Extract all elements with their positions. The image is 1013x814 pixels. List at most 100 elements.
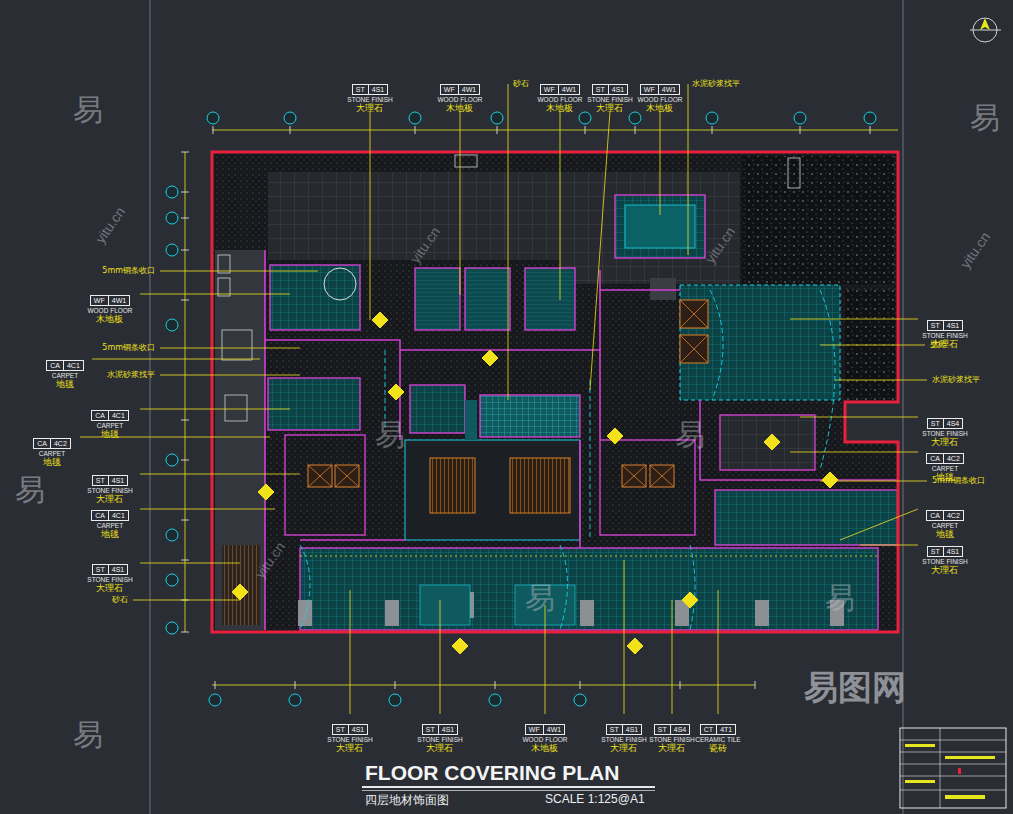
axis-bubble: [166, 622, 178, 634]
material-name: STONE FINISH: [87, 576, 132, 583]
material-note: 砂石: [513, 79, 529, 88]
index-symbol: [764, 434, 780, 450]
material-code: CT: [701, 725, 717, 734]
material-code: ST: [655, 725, 671, 734]
axis-bubble: [289, 694, 301, 706]
leader-line: [350, 590, 351, 714]
leader-line: [160, 271, 318, 272]
leader-line: [718, 590, 719, 714]
leader-line: [460, 111, 461, 295]
material-name: STONE FINISH: [417, 736, 462, 743]
material-name: 大理石: [922, 437, 967, 448]
callout-tag: CA4C1: [91, 410, 129, 421]
leader-line: [624, 560, 625, 714]
material-callout: CA4C2CARPET地毯: [33, 432, 71, 468]
material-callout: WF4W1WOOD FLOOR木地板: [537, 78, 582, 114]
index-symbol: [682, 592, 698, 608]
dimension-line: [212, 130, 898, 131]
room: [285, 435, 365, 535]
material-code: ST: [423, 725, 439, 734]
landscape-area: [742, 156, 894, 284]
callout-tag: WF4W1: [440, 84, 480, 95]
title-block-lines: [900, 728, 1006, 808]
gray-tile-area: [650, 278, 676, 300]
index-symbol: [607, 428, 623, 444]
material-code: 4W1: [559, 85, 579, 94]
material-code: 4S1: [944, 547, 962, 556]
watermark: 易图网: [804, 668, 906, 707]
cyan-outline: [300, 290, 835, 630]
leader-line: [140, 474, 300, 475]
material-code: ST: [353, 85, 369, 94]
material-callout: ST4S1STONE FINISH大理石: [587, 78, 632, 114]
fixture: [455, 155, 477, 167]
material-code: CA: [92, 511, 109, 520]
scale-note: SCALE 1:125@A1: [545, 793, 645, 807]
material-code: ST: [593, 85, 609, 94]
material-code: 4C1: [64, 361, 83, 370]
title-block-bar: [945, 756, 995, 759]
material-name: CARPET: [926, 522, 964, 529]
material-code: 4C2: [51, 439, 70, 448]
fixture: [788, 158, 800, 188]
material-name: WOOD FLOOR: [637, 96, 682, 103]
axis-bubble: [166, 574, 178, 586]
callout-tag: ST4S1: [92, 564, 128, 575]
stone-area: [465, 400, 477, 440]
material-code: 4S4: [671, 725, 689, 734]
title-block-bar: [905, 780, 935, 783]
material-name: STONE FINISH: [922, 430, 967, 437]
title-block: [900, 728, 1006, 808]
leader-line: [370, 111, 371, 320]
material-note: 5mm铜条收口: [932, 476, 985, 485]
material-name: STONE FINISH: [587, 96, 632, 103]
material-name: 地毯: [926, 529, 964, 540]
watermark: 易: [825, 581, 855, 616]
leader-line: [133, 600, 240, 601]
leader-line: [660, 111, 661, 215]
material-code: 4C2: [944, 511, 963, 520]
material-code: ST: [928, 419, 944, 428]
stone-area: [420, 585, 470, 625]
index-symbol: [388, 384, 404, 400]
material-code: 4W1: [544, 725, 564, 734]
material-callout: WF4W1WOOD FLOOR木地板: [522, 718, 567, 754]
axis-bubble: [207, 112, 219, 124]
leader-line: [560, 111, 561, 300]
material-code: 4W1: [459, 85, 479, 94]
material-code: 4S1: [623, 725, 641, 734]
material-name: 木地板: [537, 103, 582, 114]
leader-line: [140, 563, 240, 564]
axis-bubble: [864, 112, 876, 124]
material-name: 大理石: [327, 743, 372, 754]
material-name: STONE FINISH: [649, 736, 694, 743]
material-code: ST: [333, 725, 349, 734]
room: [720, 415, 815, 470]
material-name: STONE FINISH: [87, 487, 132, 494]
leader-line: [140, 294, 290, 295]
title-block-mark: [958, 768, 961, 774]
material-callout: WF4W1WOOD FLOOR木地板: [437, 78, 482, 114]
index-symbol: [627, 638, 643, 654]
material-name: 大理石: [587, 103, 632, 114]
leader-line: [672, 600, 673, 714]
material-callout: ST4S1STONE FINISH大理石: [601, 718, 646, 754]
fixture: [225, 395, 247, 421]
material-callout: ST4S4STONE FINISH大理石: [922, 412, 967, 448]
material-code: ST: [928, 547, 944, 556]
axis-bubble: [166, 186, 178, 198]
corridor-edge: [300, 556, 878, 557]
leader-line: [790, 319, 918, 320]
material-callout: ST4S1STONE FINISH大理石: [417, 718, 462, 754]
fixture: [222, 330, 252, 360]
material-name: 大理石: [347, 103, 392, 114]
axis-bubble: [166, 319, 178, 331]
material-name: CARPET: [91, 522, 129, 529]
material-code: 4S1: [944, 321, 962, 330]
material-name: WOOD FLOOR: [437, 96, 482, 103]
material-callout: CT4T1CERAMIC TILE瓷砖: [695, 718, 740, 754]
material-name: 大理石: [417, 743, 462, 754]
material-code: WF: [91, 296, 109, 305]
watermark: 易: [525, 581, 555, 616]
leader-line: [800, 417, 918, 418]
